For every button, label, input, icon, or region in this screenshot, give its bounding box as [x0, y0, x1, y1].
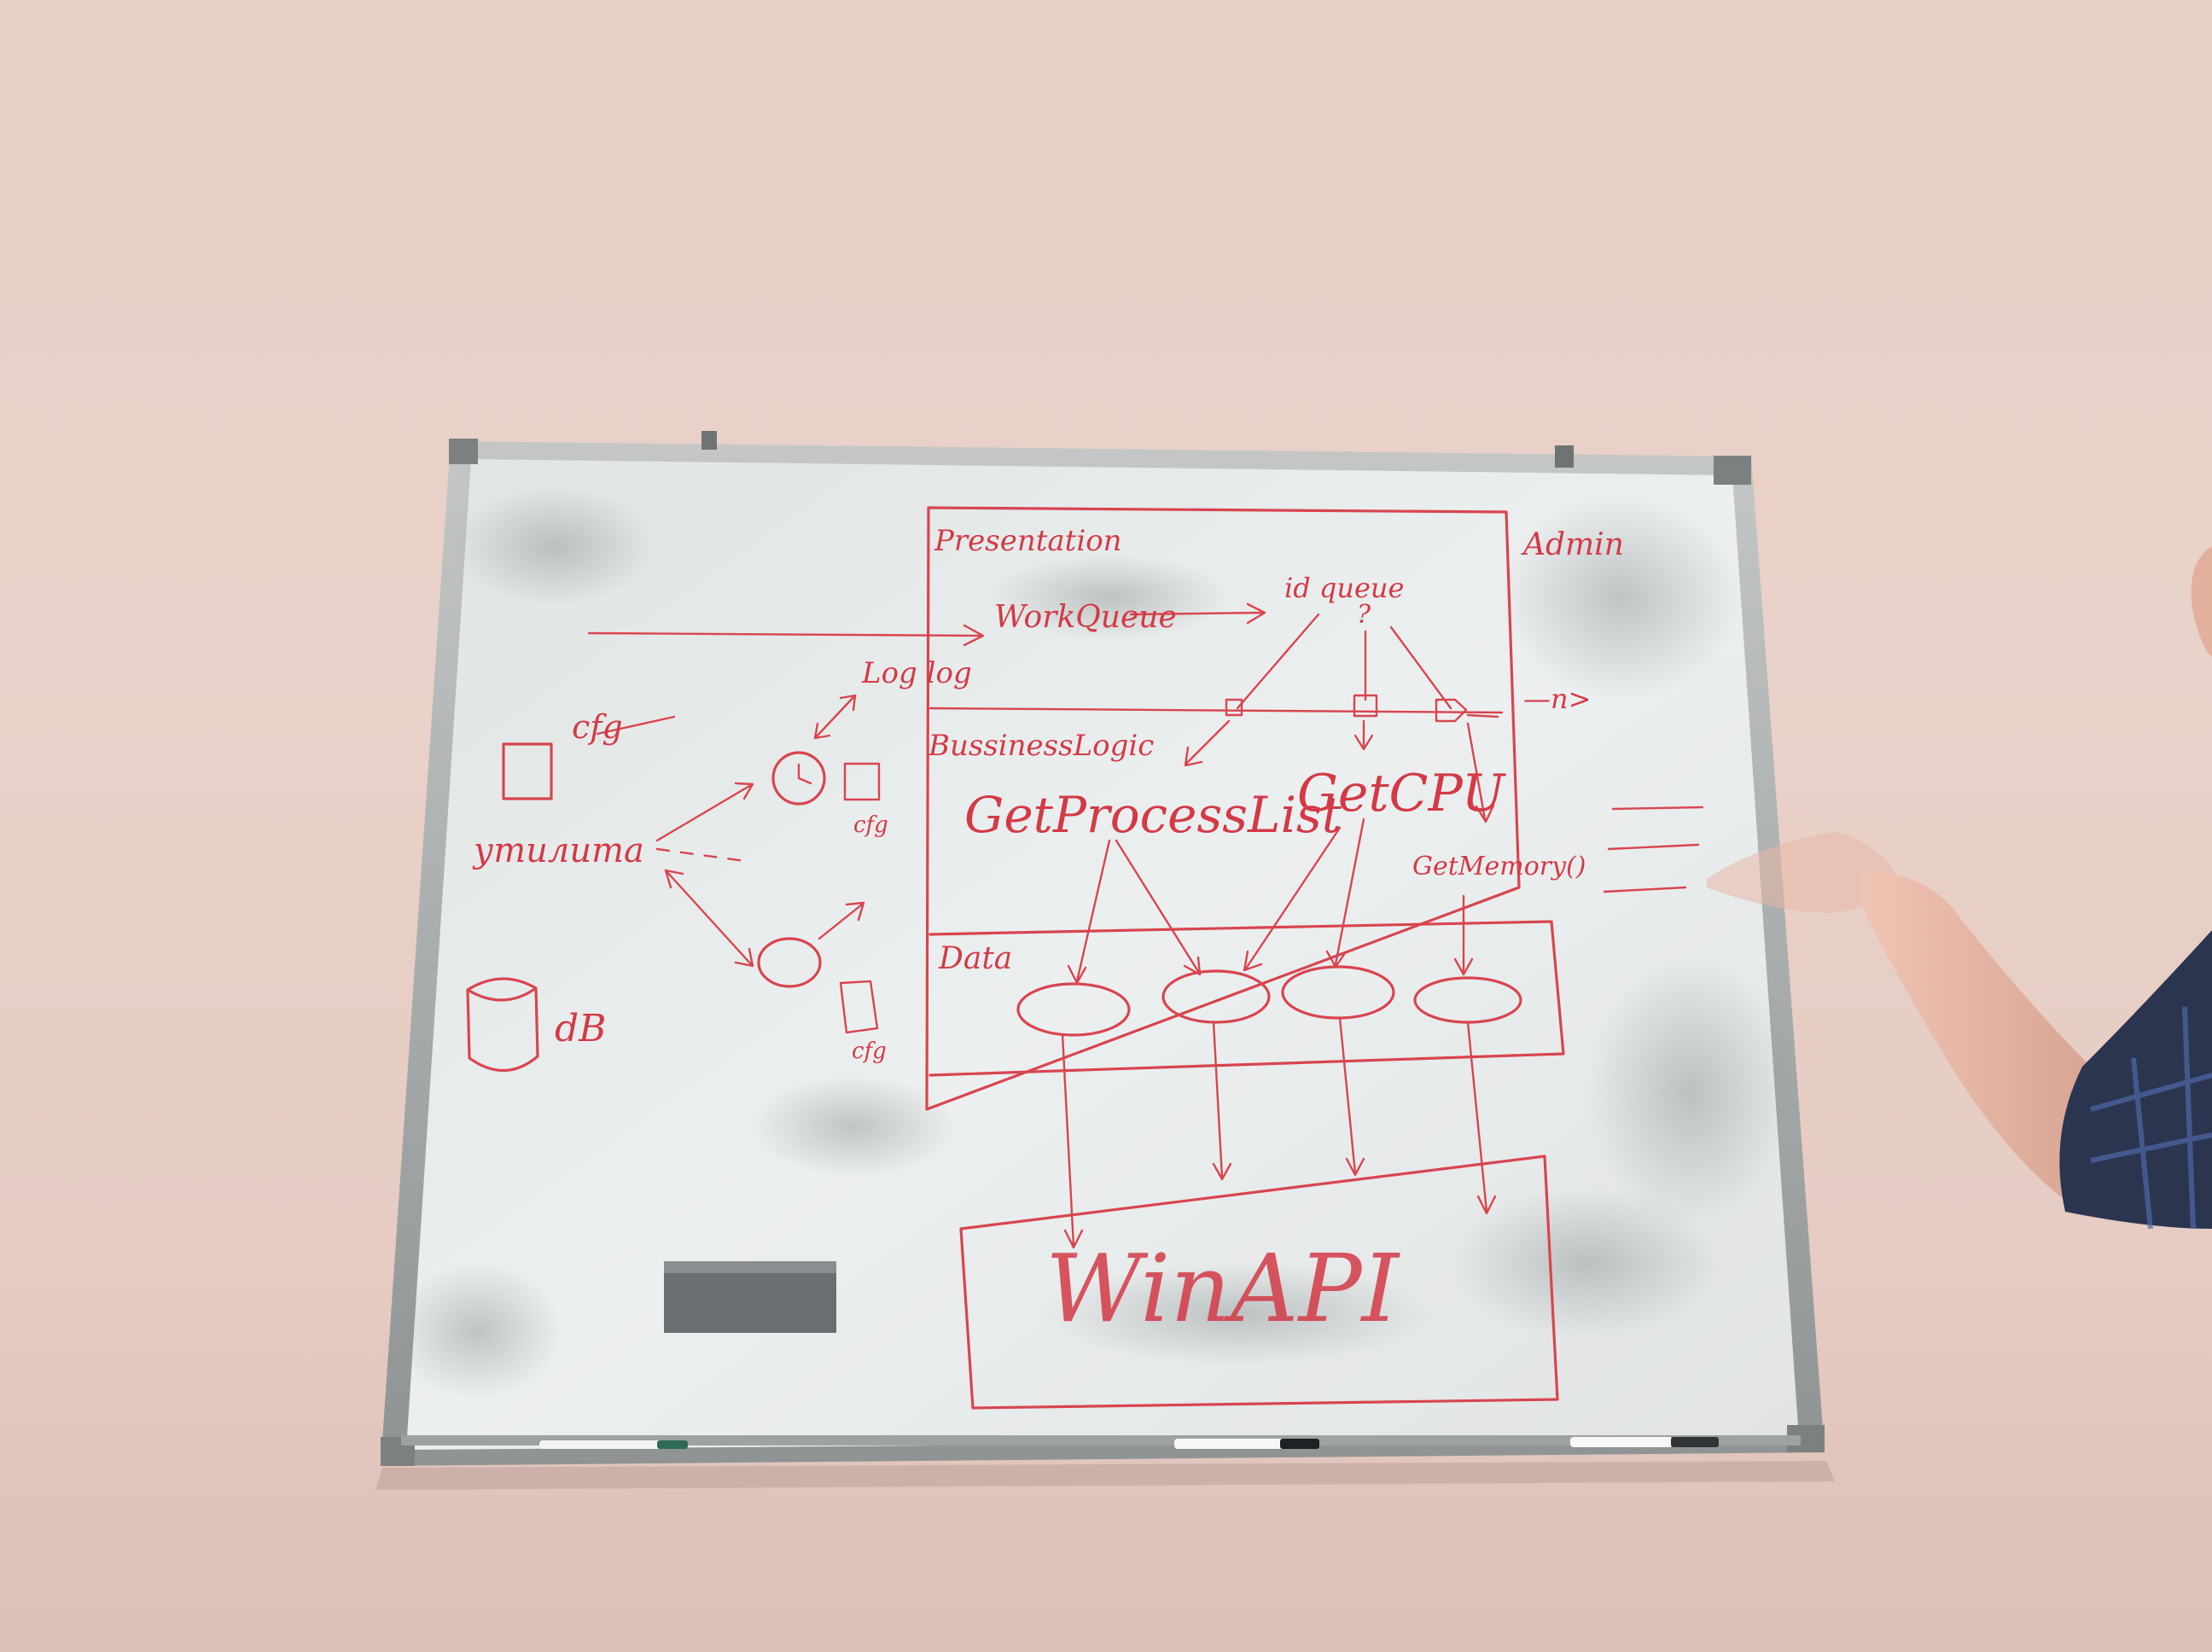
hand-blur [1707, 832, 1899, 913]
queue-out-arrow [1466, 713, 1499, 718]
marker-cap [1280, 1439, 1319, 1449]
presentation-label: Presentation [934, 524, 1122, 558]
presentation-frame [925, 506, 1521, 1111]
incoming-arrow [587, 624, 985, 647]
winapi-frame [959, 1155, 1559, 1410]
bl-arrow-1 [1184, 719, 1231, 767]
smudge [751, 1075, 956, 1178]
smudge [990, 555, 1229, 640]
bl-arrow-2 [1353, 719, 1374, 751]
utility-label: утилита [472, 831, 644, 870]
log-arrow [813, 694, 857, 740]
cfg-mid-label: cfg [853, 812, 888, 838]
queue-box [1353, 694, 1378, 718]
api-arrow [1466, 1021, 1497, 1215]
id-queue-label: id queue [1284, 572, 1404, 604]
queue-box [1225, 698, 1243, 717]
pl-arrow-b [1115, 839, 1202, 976]
service-node [757, 937, 822, 988]
data-node [1161, 969, 1271, 1024]
pl-arrow-a [1067, 839, 1111, 985]
queue-box [1435, 698, 1468, 723]
winapi-label: WinAPI [1045, 1234, 1401, 1343]
cfg-box [502, 742, 553, 800]
clock-node [771, 751, 826, 806]
admin-label: Admin [1521, 527, 1624, 562]
cfg-box-lower [839, 980, 879, 1034]
smudge [452, 486, 657, 606]
data-node [1016, 982, 1131, 1037]
bl-arrow-3 [1466, 722, 1495, 823]
marker-cap [657, 1440, 688, 1449]
id-arrow-1 [1236, 613, 1320, 710]
board-shadow [375, 1461, 1835, 1490]
get-memory-label: GetMemory() [1412, 852, 1586, 881]
id-arrow-3 [1389, 625, 1452, 710]
eraser-top [664, 1261, 836, 1273]
business-line [928, 707, 1504, 714]
shirt-check [2090, 1006, 2212, 1230]
hanging-clip [1555, 445, 1574, 468]
cpu-arrow-a [1243, 826, 1342, 972]
data-node [1281, 965, 1395, 1020]
util-arrow-up [655, 782, 754, 842]
work-queue-label: WorkQueue [994, 600, 1177, 635]
marker [1174, 1439, 1285, 1449]
data-label: Data [938, 941, 1012, 976]
api-arrow [1338, 1016, 1365, 1177]
queue-q-label: ? [1357, 600, 1371, 630]
api-arrow [1061, 1032, 1084, 1249]
frame-corner [1714, 456, 1751, 485]
face-edge [2191, 546, 2212, 657]
clock-hands [797, 763, 812, 785]
cfg-link [596, 715, 676, 736]
cfg-bottom-label: cfg [852, 1038, 887, 1064]
data-frame [928, 920, 1565, 1077]
presenter-arm [1707, 546, 2212, 1230]
get-cpu-label: GetCPU [1297, 764, 1507, 823]
node-arrow [818, 901, 865, 940]
marker [1570, 1437, 1673, 1447]
marker-tray [401, 1435, 1801, 1446]
api-arrow [1212, 1021, 1232, 1181]
smudge [1502, 495, 1741, 700]
db-label: dB [555, 1007, 607, 1050]
marker [539, 1440, 667, 1449]
get-process-list-label: GetProcessList [964, 786, 1342, 844]
smudge [1041, 1263, 1434, 1365]
util-dashed [655, 847, 753, 864]
n-arrow-label: —n> [1523, 683, 1591, 715]
smudge [1587, 956, 1792, 1229]
util-arrow-down [664, 869, 754, 968]
hanging-clip [701, 431, 717, 450]
smudge [393, 1263, 563, 1399]
forearm [1860, 870, 2091, 1212]
side-lines [1603, 806, 1704, 893]
smudge [1451, 1186, 1724, 1340]
db-cylinder [466, 977, 539, 1073]
cfg-box-small [843, 762, 881, 801]
mem-arrow [1453, 894, 1474, 976]
cfg-top-label: cfg [572, 708, 623, 746]
drawing [466, 506, 1704, 1410]
business-logic-label: BussinessLogic [928, 729, 1154, 763]
queue-arrow [1129, 602, 1266, 625]
cpu-arrow-b [1325, 817, 1365, 969]
marker-cap [1671, 1437, 1719, 1447]
log-label: Log log [861, 656, 972, 690]
frame-corner [449, 439, 478, 464]
